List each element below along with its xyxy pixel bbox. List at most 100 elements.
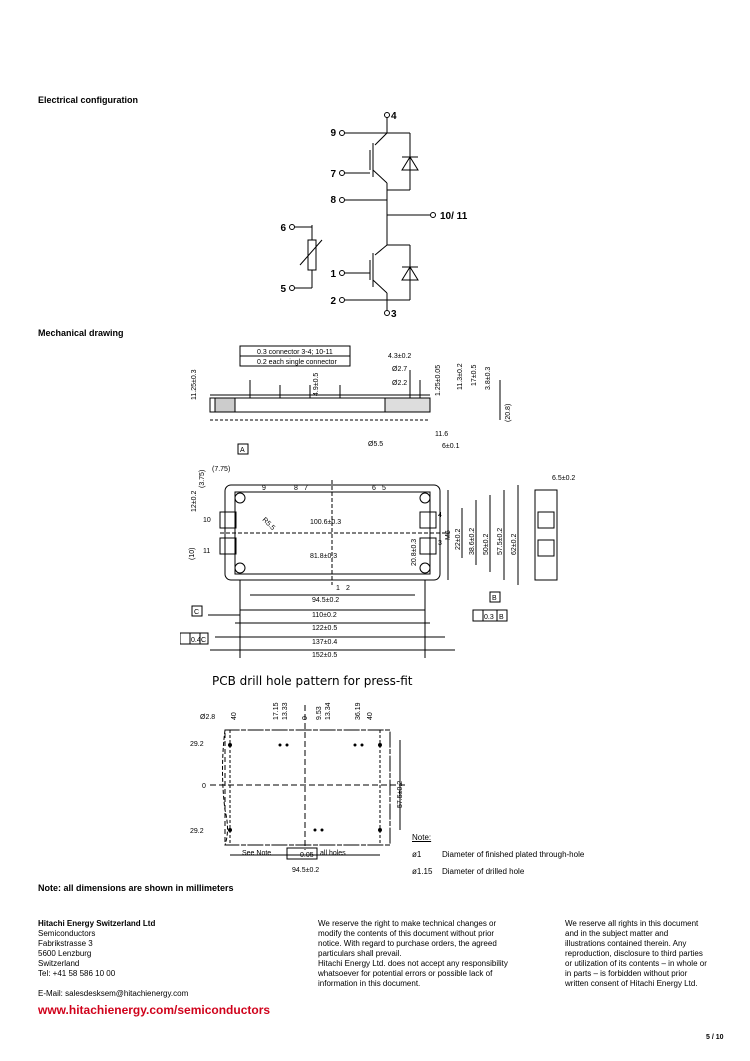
address-line: Switzerland [38,959,80,968]
dim-label: (20.8) [505,404,512,422]
hole-label: Ø2.8 [200,714,215,721]
footer-right: We reserve all rights in this document a… [565,919,707,988]
dim-label: (7.75) [212,466,230,473]
dim-label: 4.9±0.5 [313,373,320,396]
pcb-drill-pattern: Ø2.8 29.2 0 29.2 See Note 0.05 all holes… [190,702,405,874]
dim-label: Ø5.5 [368,441,383,448]
see-note-label: See Note [242,850,271,857]
dim-label: 17±0.5 [471,365,478,386]
phone: Tel: +41 58 586 10 00 [38,969,116,978]
dim-label: 100.6±0.3 [310,519,341,526]
email[interactable]: E-Mail: salesdesksem@hitachienergy.com [38,989,189,998]
dim-label: M6 [445,530,452,540]
footer-middle: We reserve the right to make technical c… [318,919,508,989]
dim-label: 17.15 [273,702,280,720]
pin-label: 8 [330,195,336,206]
dim-label: 0 [202,783,206,790]
page-number: 5 / 10 [706,1034,724,1041]
dim-label: 1.25±0.05 [435,365,442,396]
dim-label: 11.6 [435,431,448,438]
all-holes-label: all holes [320,850,346,857]
mechanical-drawing-heading: Mechanical drawing [38,328,124,338]
pin-label: 2 [330,296,336,307]
dim-label: 40 [367,712,374,720]
pin-label: 8 [294,485,298,492]
address-line: 5600 Lenzburg [38,949,92,958]
datum-label: A [240,447,245,454]
dim-label: 29.2 [190,828,204,835]
dim-label: 81.8±0.3 [310,553,337,560]
datum-label: B [492,595,497,602]
pin-label: 7 [304,485,308,492]
dim-label: (10) [189,548,196,560]
pin-label: 9 [262,485,266,492]
datum-label: C [201,637,206,644]
pin-label: 6 [372,485,376,492]
disclaimer-1: We reserve the right to make technical c… [318,919,497,958]
dim-label: (3.75) [199,470,206,488]
pin-label: 4 [438,512,442,519]
dim-label: 152±0.5 [312,652,337,659]
note-2: Diameter of drilled hole [442,867,525,876]
electrical-config-heading: Electrical configuration [38,95,139,105]
company-name: Hitachi Energy Switzerland Ltd [38,919,156,928]
pin-label: 1 [336,585,340,592]
dim-label: 57.5±0.2 [497,528,504,555]
pin-label: 11 [203,548,210,555]
dim-label: 29.2 [190,741,204,748]
dim-label: 0.4 [191,637,201,644]
dim-label: 4.3±0.2 [388,353,411,360]
dim-label: Ø2.2 [392,380,407,387]
disclaimer-2: Hitachi Energy Ltd. does not accept any … [318,959,508,988]
pin-label: 7 [330,169,336,180]
pin-label: 2 [346,585,350,592]
pin-label: 3 [391,309,397,320]
note-1-symbol: ø1 [412,850,422,859]
dim-label: Ø2.7 [392,366,407,373]
dim-label: 0.3 [484,614,494,621]
pin-label: 1 [330,269,336,280]
dim-label: 6±0.1 [442,443,460,450]
dim-label: 122±0.5 [312,625,337,632]
pin-label: 9 [330,128,336,139]
electrical-schematic: 9 4 7 8 10/ 11 6 5 1 2 3 [280,111,468,320]
dimensions-note: Note: all dimensions are shown in millim… [38,883,234,893]
datum-label: B [499,614,504,621]
dim-label: 94.5±0.2 [292,867,319,874]
address-line: Fabrikstrasse 3 [38,939,93,948]
dim-label: 6.5±0.2 [552,475,575,482]
dim-label: 50±0.2 [483,534,490,555]
dim-label: 12±0.2 [191,491,198,512]
note-2-symbol: ø1.15 [412,867,433,876]
dim-label: 36.19 [355,702,362,720]
dim-label: 9.53 [316,706,323,720]
dim-label: 38.6±0.2 [469,528,476,555]
footer-left: Hitachi Energy Switzerland Ltd Semicondu… [38,919,258,999]
tolerance-label: 0.3 connector 3-4; 10-11 [257,349,333,356]
datum-label: C [194,609,199,616]
pin-label: 4 [391,111,397,122]
pin-label: 10 [203,517,211,524]
dim-label: 57.5±0.2 [397,781,404,808]
dim-label: 137±0.4 [312,639,337,646]
dim-label: 40 [231,712,238,720]
pin-label: 10/ 11 [440,211,468,222]
address-line: Semiconductors [38,929,96,938]
tolerance-label: 0.2 each single connector [257,359,337,366]
dim-label: 22±0.2 [455,529,462,550]
dim-label: 20.8±0.3 [411,539,418,566]
dim-label: 110±0.2 [312,612,337,619]
position-tolerance: 0.05 [300,852,314,859]
dim-label: 3.8±0.3 [485,367,492,390]
dim-label: 0 [302,716,309,720]
pcb-heading: PCB drill hole pattern for press-fit [212,674,413,688]
website-link[interactable]: www.hitachienergy.com/semiconductors [38,1003,271,1017]
dim-label: 62±0.2 [511,534,518,555]
dim-label: R5.5 [261,516,276,531]
mechanical-drawing: 0.3 connector 3-4; 10-11 0.2 each single… [180,345,575,659]
pin-label: 3 [438,540,442,547]
note-1: Diameter of finished plated through-hole [442,850,585,859]
note-title: Note: [412,833,432,842]
pin-label: 6 [280,223,286,234]
pin-label: 5 [280,284,286,295]
